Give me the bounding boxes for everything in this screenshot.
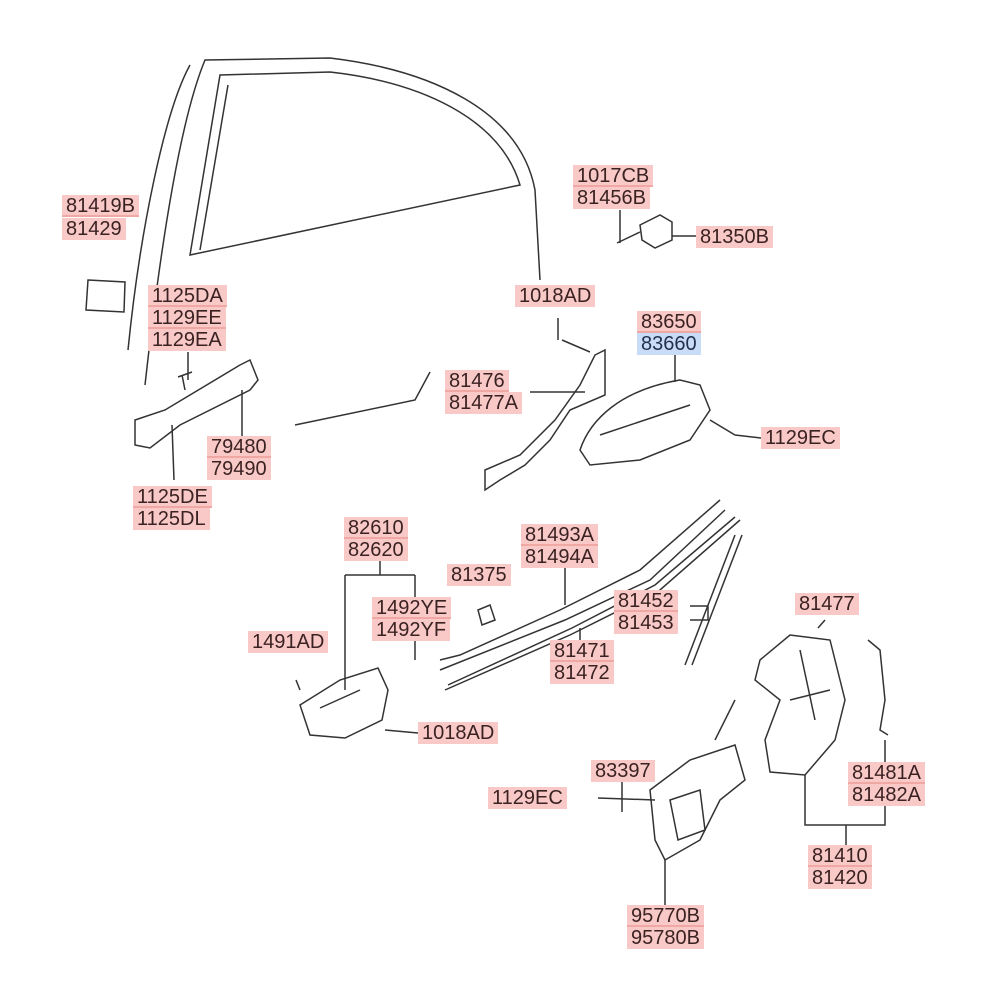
- part-label-79480[interactable]: 79480: [207, 436, 271, 458]
- outside-handle-bracket: [484, 339, 606, 492]
- part-label-81419B[interactable]: 81419B: [62, 195, 139, 217]
- outside-handle: [579, 355, 762, 466]
- part-label-1492YE[interactable]: 1492YE: [372, 597, 452, 619]
- leader-lines: [187, 318, 559, 380]
- part-label-1018AD[interactable]: 1018AD: [515, 285, 596, 307]
- part-label-81494A[interactable]: 81494A: [521, 546, 598, 568]
- part-label-1129EA[interactable]: 1129EA: [148, 329, 226, 351]
- part-label-81429[interactable]: 81429: [62, 218, 126, 240]
- part-label-81453[interactable]: 81453: [614, 612, 678, 634]
- door-outline: [85, 57, 541, 426]
- part-label-82610[interactable]: 82610: [344, 517, 408, 539]
- door-latch: [754, 619, 889, 845]
- part-label-1125DL[interactable]: 1125DL: [133, 508, 210, 530]
- part-label-81477A[interactable]: 81477A: [445, 392, 522, 414]
- actuator: [597, 699, 746, 905]
- part-label-81410[interactable]: 81410: [808, 845, 872, 867]
- inside-handle: [295, 560, 496, 739]
- part-label-81472[interactable]: 81472: [550, 662, 614, 684]
- part-label-1129EC-2[interactable]: 1129EC: [488, 787, 567, 809]
- part-label-1129EC[interactable]: 1129EC: [761, 427, 840, 449]
- part-label-83650[interactable]: 83650: [637, 311, 701, 333]
- part-label-1491AD[interactable]: 1491AD: [248, 631, 329, 653]
- part-label-1125DA[interactable]: 1125DA: [148, 285, 227, 307]
- part-label-1017CB[interactable]: 1017CB: [573, 165, 654, 187]
- part-label-83397[interactable]: 83397: [591, 760, 655, 782]
- striker: [616, 210, 696, 249]
- part-label-81482A[interactable]: 81482A: [848, 784, 925, 806]
- part-label-1018AD-2[interactable]: 1018AD: [418, 722, 499, 744]
- part-label-81456B[interactable]: 81456B: [573, 187, 650, 209]
- part-label-1129EE[interactable]: 1129EE: [148, 307, 226, 329]
- part-label-81420[interactable]: 81420: [808, 867, 872, 889]
- door-checker: [134, 358, 259, 481]
- part-label-1492YF[interactable]: 1492YF: [372, 619, 451, 641]
- part-label-81452[interactable]: 81452: [614, 590, 678, 612]
- part-label-81493A[interactable]: 81493A: [521, 524, 598, 546]
- part-label-79490[interactable]: 79490: [207, 458, 271, 480]
- part-label-95780B[interactable]: 95780B: [627, 927, 704, 949]
- part-label-81350B[interactable]: 81350B: [696, 226, 773, 248]
- part-label-81476[interactable]: 81476: [445, 370, 509, 392]
- part-label-81471[interactable]: 81471: [550, 640, 614, 662]
- part-label-81481A[interactable]: 81481A: [848, 762, 925, 784]
- part-label-1125DE[interactable]: 1125DE: [133, 486, 212, 508]
- part-label-83660-selected[interactable]: 83660: [637, 333, 701, 355]
- part-label-81477[interactable]: 81477: [795, 593, 859, 615]
- part-label-81375[interactable]: 81375: [447, 564, 511, 586]
- part-label-95770B[interactable]: 95770B: [627, 905, 704, 927]
- part-label-82620[interactable]: 82620: [344, 539, 408, 561]
